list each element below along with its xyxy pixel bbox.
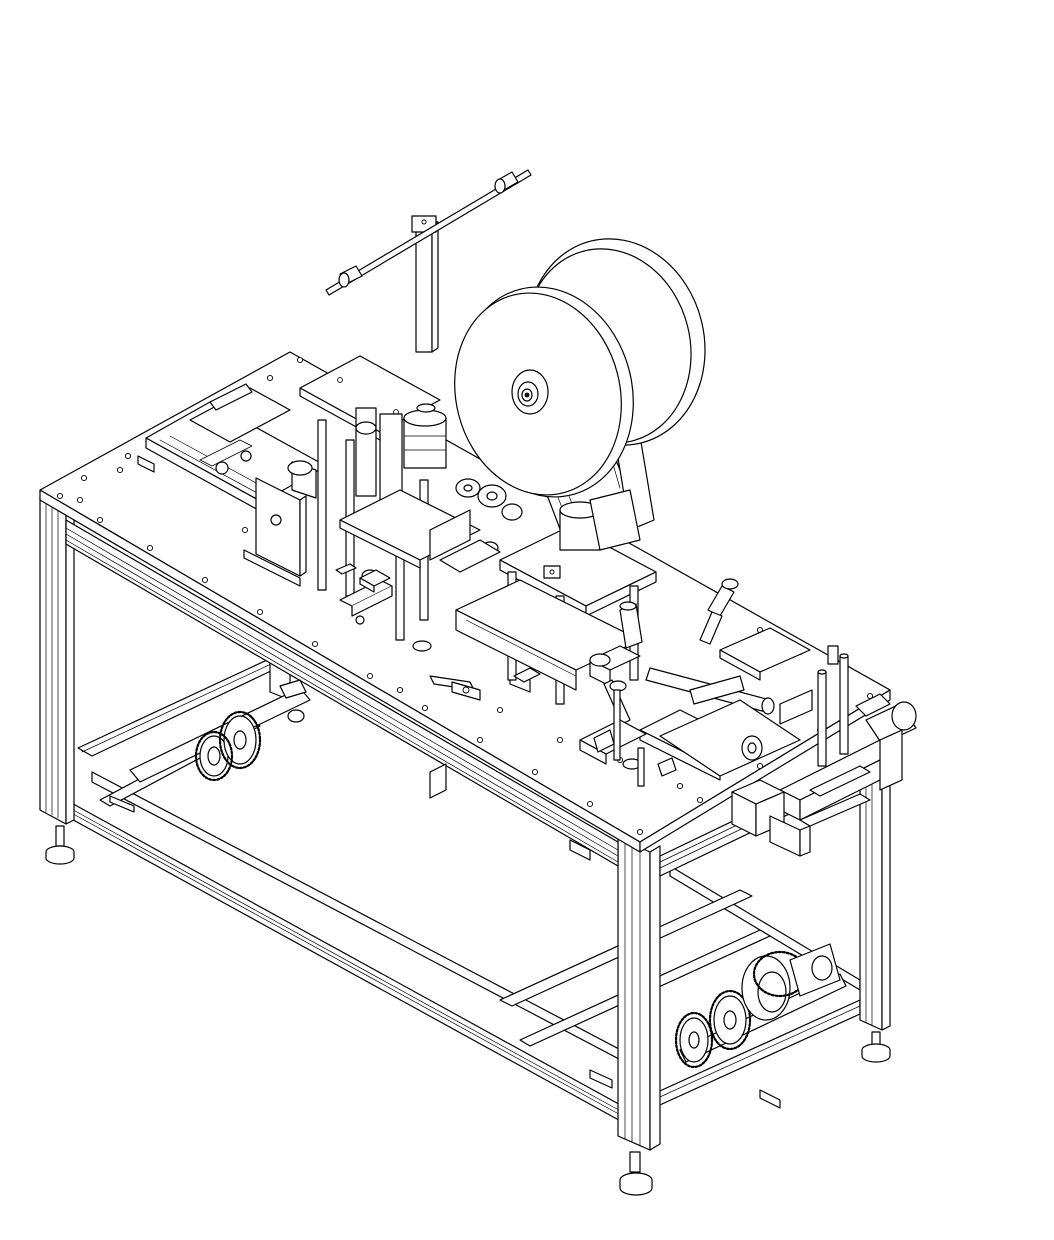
front-reel xyxy=(454,286,634,498)
outfeed-unit xyxy=(731,645,917,857)
table-fixtures xyxy=(279,563,677,861)
left-slide-assembly xyxy=(137,383,327,587)
right-sprocket-shaft xyxy=(674,943,847,1109)
spindle-stand xyxy=(325,169,532,353)
reels xyxy=(454,238,706,498)
left-sprocket-shaft xyxy=(129,687,311,783)
